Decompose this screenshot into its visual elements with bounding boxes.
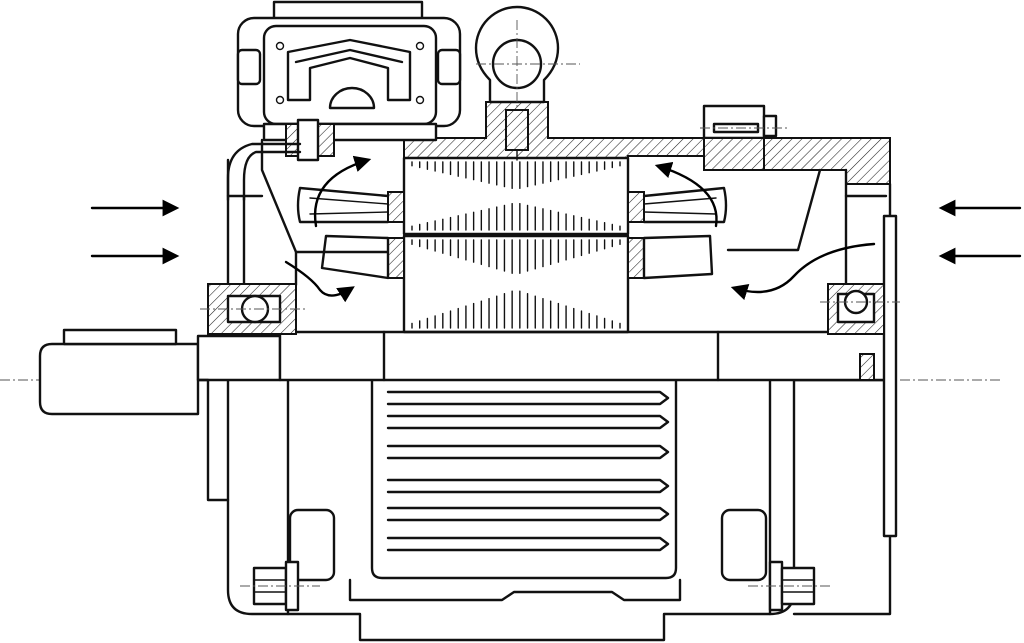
flow-arrow-3 bbox=[654, 161, 718, 228]
winding-end-right bbox=[627, 191, 645, 223]
top-bolt bbox=[700, 104, 790, 171]
bearing-right bbox=[820, 283, 900, 335]
rotor-ring-right bbox=[627, 237, 645, 279]
bearing-left bbox=[200, 283, 306, 335]
fan-right bbox=[642, 234, 714, 280]
flow-arrow-1 bbox=[313, 155, 372, 228]
stator-core bbox=[402, 156, 630, 236]
foot-bolt-left bbox=[240, 560, 320, 612]
motor-frame-lower bbox=[226, 378, 892, 642]
foot-bolt-right bbox=[748, 560, 830, 612]
flow-arrow-4 bbox=[730, 242, 876, 301]
flow-arrow-2 bbox=[284, 260, 355, 303]
lifting-eye bbox=[474, 5, 580, 110]
cooling-fins bbox=[386, 390, 670, 552]
terminal-box bbox=[226, 0, 462, 202]
airflow-arrows bbox=[90, 155, 1022, 303]
fan-left bbox=[320, 234, 390, 280]
rotor-ring-left bbox=[387, 237, 405, 279]
end-winding-right bbox=[642, 186, 728, 224]
winding-end-left bbox=[387, 191, 405, 223]
shaft bbox=[38, 328, 892, 502]
rotor-core bbox=[402, 234, 630, 334]
end-winding-left bbox=[296, 186, 390, 224]
